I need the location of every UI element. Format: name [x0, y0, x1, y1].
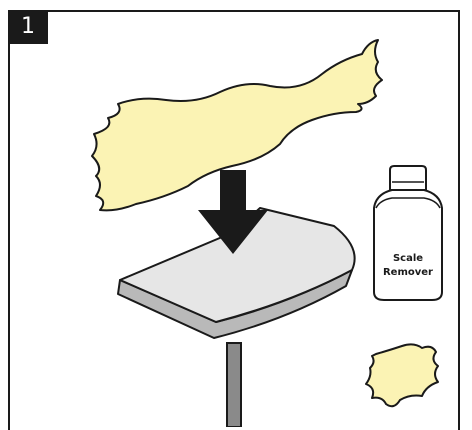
bottle-label-line1: Scale — [393, 253, 423, 264]
bottle-label-line2: Remover — [383, 267, 433, 278]
bottle-icon: Scale Remover — [374, 166, 442, 300]
scale-post — [227, 343, 241, 427]
small-cloth-icon — [366, 344, 438, 406]
